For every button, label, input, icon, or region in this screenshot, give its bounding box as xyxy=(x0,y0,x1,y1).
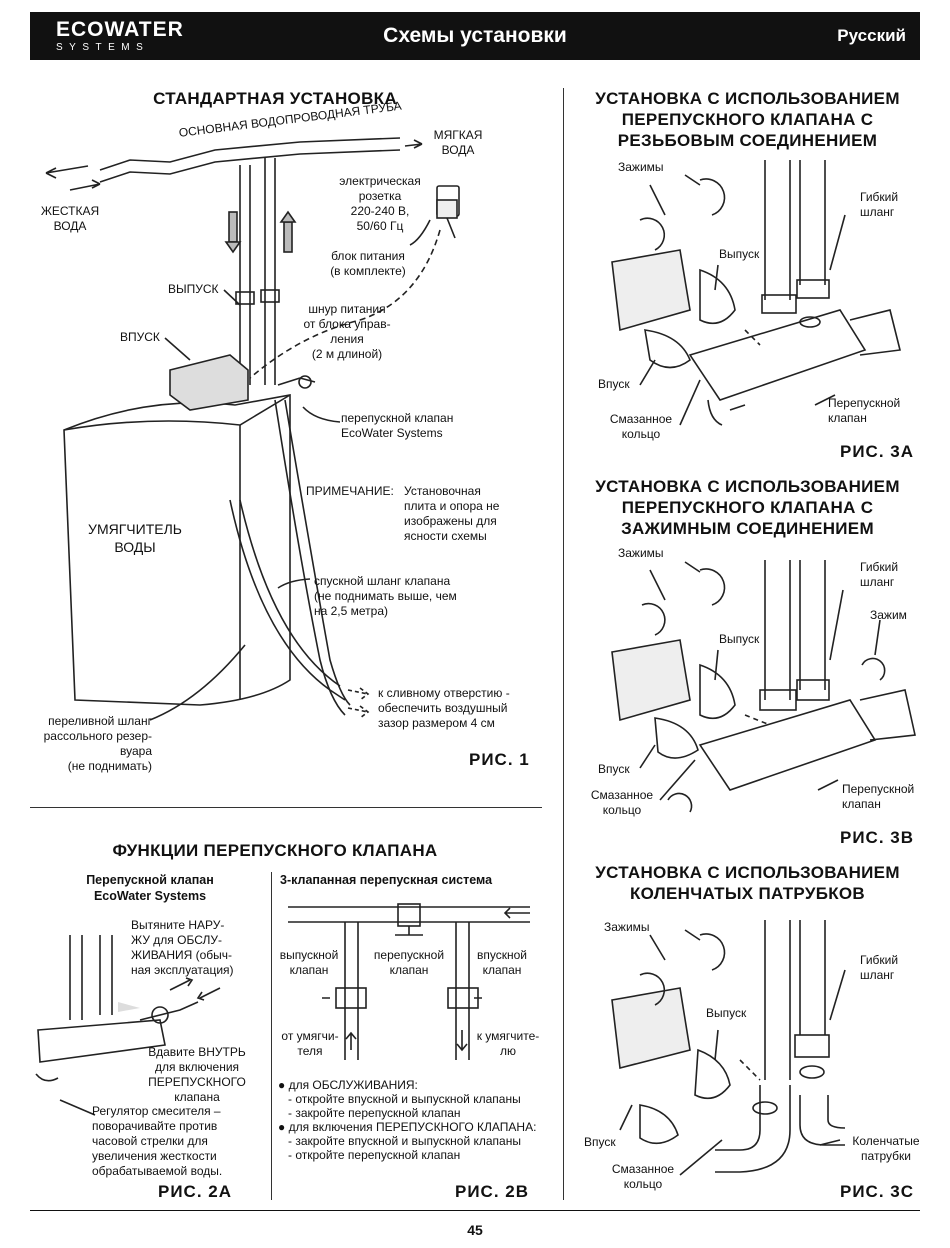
fig3b-oring-label: Смазанное кольцо xyxy=(590,788,654,817)
drain-hose-label: спускной шланг клапана (не поднимать выш… xyxy=(314,574,457,618)
bypass-bullet: ● для включения ПЕРЕПУСКНОГО КЛАПАНА: xyxy=(278,1120,537,1134)
fig3a-drawing xyxy=(611,160,901,426)
fig3b-clamps-label: Зажимы xyxy=(618,546,664,560)
fig3b-clamp-label: Зажим xyxy=(870,608,907,622)
bypass-valve-2b-label: перепускной клапан xyxy=(373,948,445,977)
logo-sub-text: SYSTEMS xyxy=(56,42,150,53)
section-divider xyxy=(30,807,542,808)
fig3b-bypass-label: Перепускной клапан xyxy=(842,782,915,811)
hard-water-arrow xyxy=(45,165,89,179)
power-cord-drawing xyxy=(249,229,441,379)
drain-hole-label: к сливному отверстию - обеспечить воздуш… xyxy=(378,686,510,730)
fig3c-flex-hose-label: Гибкий шланг xyxy=(860,953,899,982)
fig3b-title: УСТАНОВКА С ИСПОЛЬЗОВАНИЕМ ПЕРЕПУСКНОГО … xyxy=(595,477,900,538)
fig3c-drawing xyxy=(611,920,846,1176)
fig1-label: РИС. 1 xyxy=(469,750,530,769)
page-title: Схемы установки xyxy=(383,24,567,47)
fig3a-oring-label: Смазанное кольцо xyxy=(609,412,673,441)
language-label: Русский xyxy=(837,26,906,45)
from-softener-arrow xyxy=(345,1031,357,1050)
fig3c-outlet-label: Выпуск xyxy=(706,1006,747,1020)
power-cord-label: шнур питания от блока управ- ления (2 м … xyxy=(303,302,391,361)
note-heading: ПРИМЕЧАНИЕ: xyxy=(306,484,394,498)
outlet-valve-label: выпускной клапан xyxy=(279,948,339,977)
inlet-valve-label: впускной клапан xyxy=(477,948,527,977)
fig3c-title: УСТАНОВКА С ИСПОЛЬЗОВАНИЕМ КОЛЕНЧАТЫХ ПА… xyxy=(595,863,900,903)
push-in-label: Вдавите ВНУТРЬ для включения ПЕРЕПУСКНОГ… xyxy=(148,1045,246,1104)
drain-hose-drawing xyxy=(229,499,346,701)
pull-out-arrow xyxy=(169,977,194,991)
service-bullet: ● для ОБСЛУЖИВАНИЯ: xyxy=(278,1078,418,1092)
column-divider xyxy=(563,88,564,1200)
fig2b-label: РИС. 2B xyxy=(455,1182,530,1201)
fig2-divider xyxy=(271,872,272,1200)
fig3c-inlet-label: Впуск xyxy=(584,1135,616,1149)
bypass-step-1: - закройте впускной и выпускной клапаны xyxy=(288,1134,521,1148)
fig3a-inlet-label: Впуск xyxy=(598,377,630,391)
fig3a-clamps-label: Зажимы xyxy=(618,160,664,174)
to-softener-label: к умягчите- лю xyxy=(476,1029,540,1058)
fig3c-clamps-label: Зажимы xyxy=(604,920,650,934)
hard-water-label: ЖЕСТКАЯ ВОДА xyxy=(40,204,100,233)
fig3b-flex-hose-label: Гибкий шланг xyxy=(860,560,899,589)
fig3c-oring-label: Смазанное кольцо xyxy=(611,1162,675,1191)
main-pipe-2b-drawing xyxy=(288,906,530,923)
to-softener-arrow xyxy=(456,1030,468,1052)
bypass-valve-2a-drawing xyxy=(37,1019,166,1063)
fig2a-label: РИС. 2A xyxy=(158,1182,233,1201)
page-header: ECOWATER SYSTEMS Схемы установки Русский xyxy=(30,12,920,60)
from-softener-label: от умягчи- теля xyxy=(281,1029,339,1058)
outlet-pipe-drawing xyxy=(264,158,276,385)
fig2-title: ФУНКЦИИ ПЕРЕПУСКНОГО КЛАПАНА xyxy=(112,841,438,860)
service-step-1: - откройте впускной и выпускной клапаны xyxy=(288,1092,521,1106)
page-number: 45 xyxy=(467,1222,483,1238)
fig3b-outlet-label: Выпуск xyxy=(719,632,760,646)
ecowater-logo: ECOWATER SYSTEMS xyxy=(56,19,184,54)
bypass-instructions: ● для ОБСЛУЖИВАНИЯ: - откройте впускной … xyxy=(278,1078,536,1162)
inlet-label: ВПУСК xyxy=(120,330,160,344)
soft-water-arrow xyxy=(404,139,423,149)
fig3b-label: РИС. 3B xyxy=(840,828,915,847)
fig3a-label: РИС. 3A xyxy=(840,442,915,461)
mixer-label: Регулятор смесителя – поворачивайте прот… xyxy=(92,1104,223,1178)
power-unit-label: блок питания (в комплекте) xyxy=(330,249,406,278)
fig1-title: СТАНДАРТНАЯ УСТАНОВКА xyxy=(153,89,397,108)
bypass-valve-label: перепускной клапан EcoWater Systems xyxy=(341,411,454,440)
fig3a-outlet-label: Выпуск xyxy=(719,247,760,261)
logo-main-text: ECOWATER xyxy=(56,18,184,41)
softener-label: УМЯГЧИТЕЛЬ ВОДЫ xyxy=(88,521,182,555)
fig3a-bypass-label: Перепускной клапан xyxy=(828,396,901,425)
pull-out-label: Вытяните НАРУ- ЖУ для ОБСЛУ- ЖИВАНИЯ (об… xyxy=(131,918,234,977)
main-pipe-drawing xyxy=(99,137,401,171)
inlet-pipe-2b-drawing xyxy=(455,922,470,1060)
control-valve-drawing xyxy=(169,354,249,411)
fig3b-drawing xyxy=(611,560,916,813)
footer-rule xyxy=(30,1210,920,1211)
inlet-pipe-drawing xyxy=(239,165,251,385)
fig2a-subtitle: Перепускной клапан EcoWater Systems xyxy=(86,873,214,903)
fig2b-subtitle: 3-клапанная перепускная система xyxy=(280,873,493,887)
fig3c-elbows-label: Коленчатые патрубки xyxy=(852,1134,920,1163)
fig3c-label: РИС. 3C xyxy=(840,1182,915,1201)
softener-tank-drawing xyxy=(63,394,291,706)
soft-water-label: МЯГКАЯ ВОДА xyxy=(433,128,483,157)
fig3a-flex-hose-label: Гибкий шланг xyxy=(860,190,899,219)
note-text: Установочная плита и опора не изображены… xyxy=(404,484,500,543)
socket-label: электрическая розетка 220-240 В, 50/60 Г… xyxy=(339,174,421,233)
fig3b-inlet-label: Впуск xyxy=(598,762,630,776)
overflow-hose-label: переливной шланг рассольного резер- вуар… xyxy=(43,714,152,773)
outlet-label: ВЫПУСК xyxy=(168,282,219,296)
fig3a-title: УСТАНОВКА С ИСПОЛЬЗОВАНИЕМ ПЕРЕПУСКНОГО … xyxy=(595,89,900,150)
push-in-arrow xyxy=(196,987,221,1001)
service-step-2: - закройте перепускной клапан xyxy=(288,1106,461,1120)
outlet-pipe-2b-drawing xyxy=(344,922,359,1060)
bypass-step-2: - откройте перепускной клапан xyxy=(288,1148,461,1162)
